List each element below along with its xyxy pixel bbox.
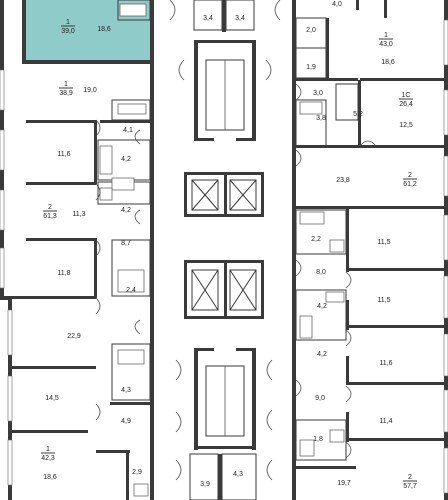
room-area: 18,6 <box>43 474 57 481</box>
room-area: 2,9 <box>132 469 142 476</box>
unit-label[interactable]: 1С 26,4 <box>399 92 413 108</box>
svg-text:61,2: 61,2 <box>403 181 417 188</box>
right-windows <box>443 19 448 494</box>
room-area: 12,5 <box>399 122 413 129</box>
room-area: 11,4 <box>379 418 392 425</box>
room-area: 23,8 <box>336 177 350 184</box>
left-block-walls <box>0 0 154 500</box>
left-fixtures <box>99 3 149 497</box>
right-block-walls <box>292 0 448 500</box>
left-windows <box>0 69 13 486</box>
svg-text:2: 2 <box>48 204 52 211</box>
unit-label[interactable]: 2 57,7 <box>403 474 417 490</box>
elevators <box>184 172 264 319</box>
room-area: 4,3 <box>233 471 243 478</box>
svg-text:1: 1 <box>64 81 68 88</box>
room-area: 4,3 <box>121 387 131 394</box>
room-area: 14,5 <box>45 395 59 402</box>
room-area: 22,9 <box>67 333 81 340</box>
apartment-labels: 1 39,0 1 38,9 2 61,3 1 42,3 1 43,0 1С 26… <box>41 19 417 490</box>
core <box>189 0 257 500</box>
room-area: 9,0 <box>315 395 325 402</box>
svg-text:1: 1 <box>384 32 388 39</box>
unit-label[interactable]: 1 39,0 <box>61 19 75 35</box>
stairs-bottom <box>205 365 245 437</box>
room-area: 18,6 <box>97 26 111 33</box>
room-area: 1,9 <box>306 64 316 71</box>
room-area: 18,6 <box>381 59 395 66</box>
svg-text:38,9: 38,9 <box>59 90 73 97</box>
unit-label[interactable]: 2 61,3 <box>43 204 57 220</box>
right-fixtures <box>295 17 359 461</box>
stairs-top <box>205 59 245 131</box>
room-area: 3,4 <box>203 15 213 22</box>
unit-label[interactable]: 2 61,2 <box>403 172 417 188</box>
room-area: 4,1 <box>123 127 133 134</box>
svg-text:1: 1 <box>46 446 50 453</box>
unit-label[interactable]: 1 42,3 <box>41 446 55 462</box>
right-doors <box>295 83 377 459</box>
room-area: 11,5 <box>377 297 390 304</box>
corridor-doors <box>169 0 281 481</box>
room-area: 3,9 <box>200 481 210 488</box>
room-area: 19,0 <box>83 87 97 94</box>
svg-text:42,3: 42,3 <box>41 455 55 462</box>
room-area: 11,6 <box>57 151 70 158</box>
svg-text:39,0: 39,0 <box>61 28 75 35</box>
unit-label[interactable]: 1 38,9 <box>59 81 73 97</box>
room-area-labels: 18,6 19,0 4,1 11,6 4,2 4,2 11,3 8,7 11,8… <box>43 1 413 488</box>
room-area: 11,6 <box>379 360 392 367</box>
room-area: 4,2 <box>317 303 327 310</box>
room-area: 11,8 <box>57 270 70 277</box>
left-doors <box>95 119 141 421</box>
room-area: 4,2 <box>121 207 131 214</box>
svg-text:43,0: 43,0 <box>379 41 393 48</box>
room-area: 1,8 <box>313 436 323 443</box>
svg-text:26,4: 26,4 <box>399 101 413 108</box>
room-area: 4,9 <box>121 418 131 425</box>
room-area: 3,4 <box>235 15 245 22</box>
svg-text:57,7: 57,7 <box>403 483 417 490</box>
room-area: 4,2 <box>317 351 327 358</box>
room-area: 8,0 <box>316 269 326 276</box>
room-area: 5,2 <box>353 111 363 118</box>
svg-text:2: 2 <box>408 474 412 481</box>
svg-text:1С: 1С <box>402 92 411 99</box>
room-area: 2,0 <box>306 27 316 34</box>
room-area: 4,0 <box>332 1 342 8</box>
room-area: 11,5 <box>377 239 390 246</box>
room-area: 3,0 <box>313 90 323 97</box>
svg-text:61,3: 61,3 <box>43 213 57 220</box>
svg-text:2: 2 <box>408 172 412 179</box>
room-area: 2,4 <box>126 287 136 294</box>
room-area: 8,7 <box>121 240 131 247</box>
room-area: 19,7 <box>337 480 351 487</box>
room-area: 2,2 <box>311 236 321 243</box>
room-area: 3,8 <box>316 115 326 122</box>
room-area: 11,3 <box>72 211 85 218</box>
room-area: 4,2 <box>121 156 131 163</box>
svg-text:1: 1 <box>66 19 70 26</box>
unit-label[interactable]: 1 43,0 <box>379 32 393 48</box>
